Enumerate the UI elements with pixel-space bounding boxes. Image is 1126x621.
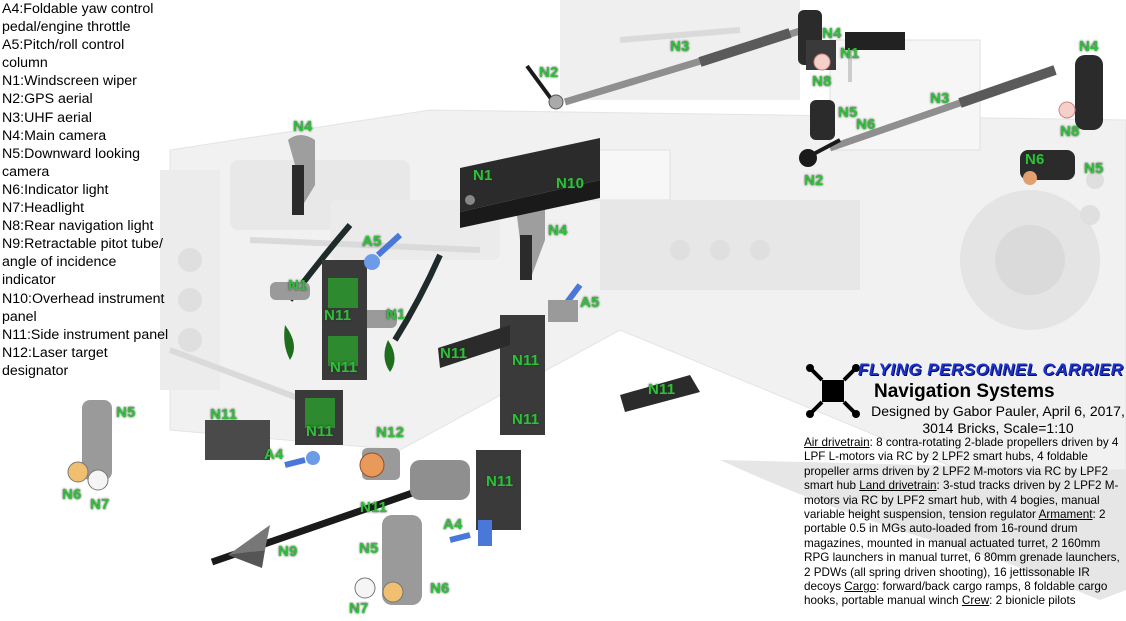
callout-n7: N7 <box>90 496 110 513</box>
laser-designator-part <box>359 448 400 480</box>
spec-heading-land: Land drivetrain <box>859 479 937 493</box>
designer-credit: Designed by Gabor Pauler, April 6, 2017,… <box>871 403 1125 436</box>
callout-n7: N7 <box>349 600 369 617</box>
callout-a4: A4 <box>443 516 463 533</box>
legend-item: N7:Headlight <box>2 200 85 217</box>
legend-item: N6:Indicator light <box>2 181 109 198</box>
callout-n11: N11 <box>486 473 514 490</box>
callout-n5: N5 <box>838 104 858 121</box>
callout-n4: N4 <box>293 118 313 135</box>
callout-a5: A5 <box>362 233 382 250</box>
callout-n11: N11 <box>440 345 468 362</box>
legend-item: N4:Main camera <box>2 127 107 144</box>
legend-item: N1:Windscreen wiper <box>2 73 137 90</box>
control-parts <box>284 232 583 546</box>
callout-n11: N11 <box>330 359 358 376</box>
callout-n11: N11 <box>360 499 388 516</box>
legend-item: N3:UHF aerial <box>2 109 92 126</box>
vehicle-ghost <box>160 0 1126 600</box>
callout-n4: N4 <box>548 222 568 239</box>
callout-a5: A5 <box>580 294 600 311</box>
callout-n8: N8 <box>1060 123 1080 140</box>
legend-item: N2:GPS aerial <box>2 91 93 108</box>
legend-item: N10:Overhead instrument panel <box>2 290 165 325</box>
gps-aerial-parts <box>525 64 841 167</box>
callout-n12: N12 <box>376 424 405 441</box>
legend-item: N5:Downward looking camera <box>2 145 141 180</box>
callout-n6: N6 <box>856 116 876 133</box>
callout-n4: N4 <box>1079 38 1099 55</box>
callout-n2: N2 <box>804 172 824 189</box>
callout-n6: N6 <box>430 580 450 597</box>
callout-n3: N3 <box>930 90 950 107</box>
callout-n1: N1 <box>386 306 406 323</box>
legend-item: N8:Rear navigation light <box>2 218 154 235</box>
callout-n5: N5 <box>359 540 379 557</box>
callout-n9: N9 <box>278 543 298 560</box>
callout-n11: N11 <box>648 381 676 398</box>
callout-n3: N3 <box>670 38 690 55</box>
callout-n1: N1 <box>473 167 493 184</box>
main-title: FLYING PERSONNEL CARRIER <box>858 360 1124 379</box>
callout-a4: A4 <box>264 446 284 463</box>
callout-n5: N5 <box>1084 160 1104 177</box>
callout-n4: N4 <box>822 25 842 42</box>
legend-item: N11:Side instrument panel <box>2 326 169 343</box>
spec-heading-crew: Crew <box>961 594 990 608</box>
legend-item: A5:Pitch/roll control column <box>2 37 125 72</box>
callout-n1: N1 <box>288 277 308 294</box>
callout-n2: N2 <box>539 64 559 81</box>
spec-heading-air: Air drivetrain <box>804 436 870 449</box>
callout-n1: N1 <box>840 45 860 62</box>
spec-heading-cargo: Cargo <box>844 580 877 594</box>
legend-item: N12:Laser target designator <box>2 344 108 379</box>
overhead-panel-part <box>460 138 600 228</box>
spec-text-air: : 8 contra-rotating 2-blade propellers d… <box>804 436 1119 493</box>
callout-n10: N10 <box>556 175 585 192</box>
callout-n8: N8 <box>812 73 832 90</box>
spec-description: Air drivetrain: 8 contra-rotating 2-blad… <box>804 436 1126 609</box>
spec-heading-armament: Armament <box>1038 508 1093 522</box>
spec-text-armament: : 2 portable 0.5 in MGs auto-loaded from… <box>804 508 1120 594</box>
pitot-tube-part <box>210 460 470 568</box>
callout-n11: N11 <box>324 307 352 324</box>
legend-item: N9:Retractable pitot tube/ angle of inci… <box>2 236 163 289</box>
spec-text-land: : 3-stud tracks driven by 2 LPF2 M-motor… <box>804 479 1119 522</box>
callout-n6: N6 <box>1025 151 1045 168</box>
subtitle: Navigation Systems <box>874 381 1055 402</box>
callout-n11: N11 <box>512 411 540 428</box>
callout-n11: N11 <box>210 406 238 423</box>
light-camera-parts <box>67 53 1076 605</box>
callout-n6: N6 <box>62 486 82 503</box>
callout-n11: N11 <box>306 423 334 440</box>
legend-item: A4:Foldable yaw control pedal/engine thr… <box>2 1 154 36</box>
uhf-aerial-parts <box>563 24 1057 152</box>
windscreen-wiper-parts <box>270 32 905 372</box>
callout-n5: N5 <box>116 404 136 421</box>
spec-text-cargo: : forward/back cargo ramps, 8 foldable c… <box>804 580 1108 608</box>
legend: A4:Foldable yaw control pedal/engine thr… <box>2 0 172 380</box>
drone-logo-icon <box>806 364 860 418</box>
spec-text-crew: : 2 bionicle pilots <box>989 594 1076 608</box>
main-camera-parts <box>288 10 1103 280</box>
side-instrument-panel-parts <box>205 260 700 530</box>
callout-n11: N11 <box>512 352 540 369</box>
